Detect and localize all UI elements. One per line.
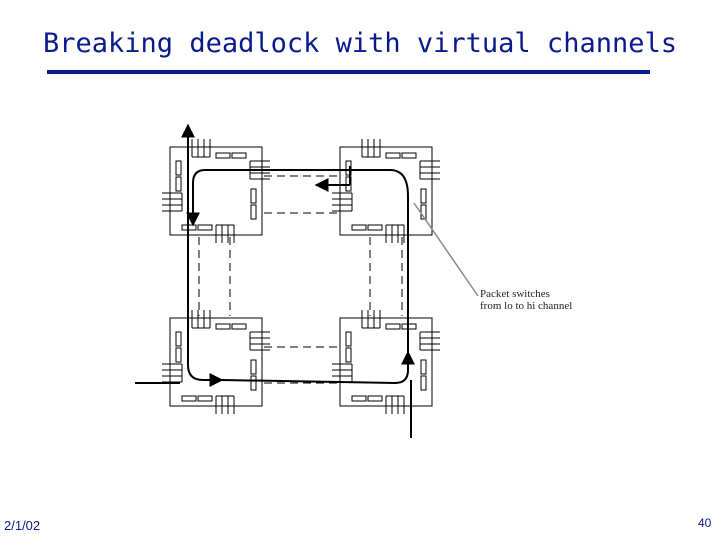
slide-date: 2/1/02 — [4, 518, 41, 533]
router-bottom-left — [161, 309, 271, 415]
slide-title: Breaking deadlock with virtual channels — [43, 28, 677, 59]
low-channel-links — [198, 175, 403, 384]
annotation-line1: Packet switches — [480, 288, 550, 300]
annotation-pointer — [413, 202, 479, 297]
router-top-left — [161, 138, 271, 244]
annotation-label: Packet switches from lo to hi channel — [480, 288, 572, 312]
router-bottom-right — [331, 309, 441, 415]
page-number: 40 — [698, 516, 712, 530]
router-top-right — [331, 138, 441, 244]
title-underline — [47, 70, 650, 74]
annotation-line2: from lo to hi channel — [480, 300, 573, 312]
packet-path — [135, 123, 415, 438]
